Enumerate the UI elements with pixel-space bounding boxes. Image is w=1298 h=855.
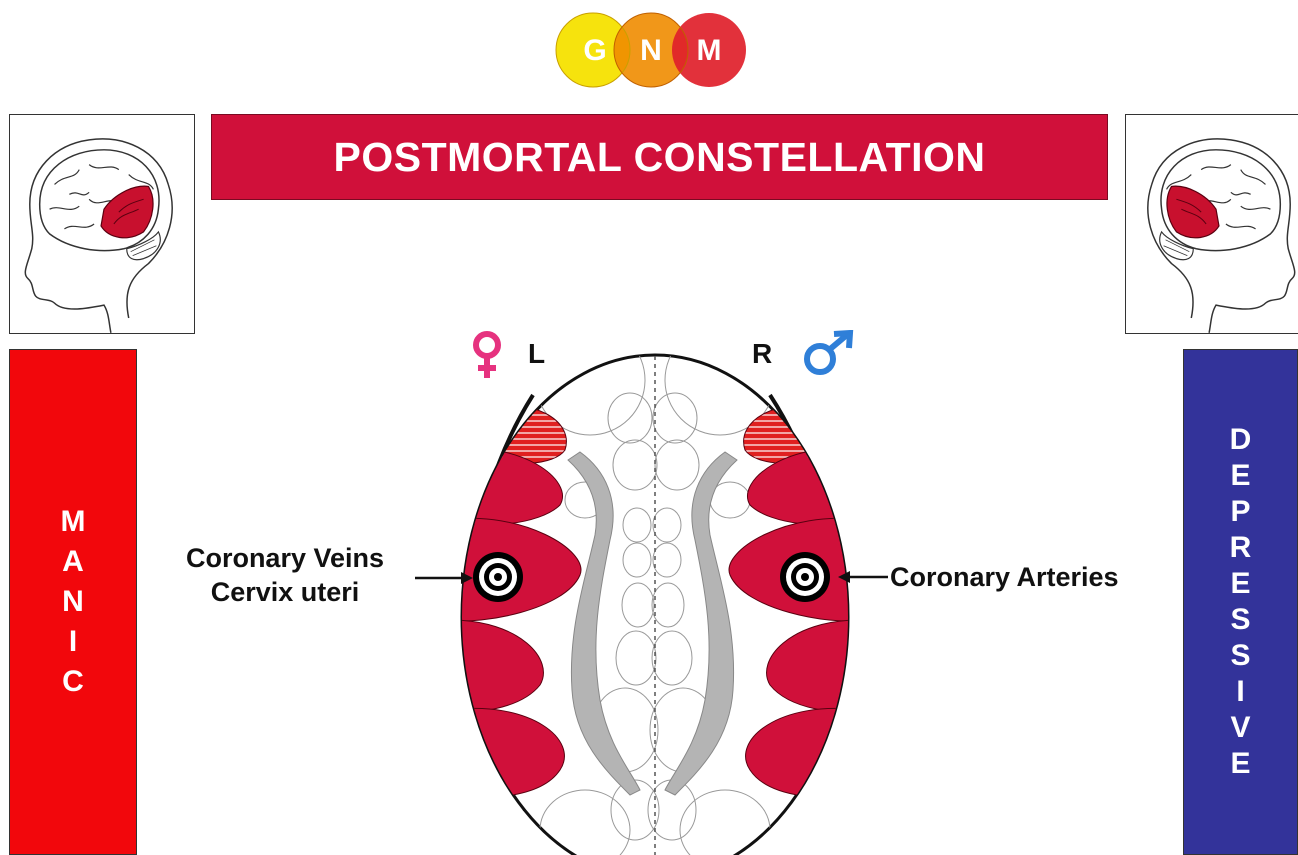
right-arrow <box>838 567 888 587</box>
manic-letter: M <box>61 507 86 537</box>
manic-bar: M A N I C <box>9 349 137 855</box>
depressive-letter: S <box>1230 605 1252 635</box>
manic-letter: I <box>61 627 86 657</box>
depressive-letter: E <box>1230 569 1252 599</box>
brain-relay-diagram <box>440 340 880 855</box>
depressive-label: D E P R E S S I V E <box>1230 419 1252 785</box>
brain-head-icon <box>10 115 194 333</box>
depressive-letter: R <box>1230 533 1252 563</box>
gnm-logo: G N M <box>555 10 747 90</box>
depressive-letter: V <box>1230 713 1252 743</box>
depressive-letter: E <box>1230 461 1252 491</box>
depressive-letter: P <box>1230 497 1252 527</box>
left-target-icon <box>473 552 523 602</box>
logo-letter-m: M <box>697 34 722 67</box>
left-arrow <box>415 568 475 588</box>
coronary-veins-label: Coronary Veins Cervix uteri <box>160 541 410 609</box>
logo-letter-n: N <box>640 34 662 67</box>
label-line: Coronary Veins <box>160 541 410 575</box>
brain-head-icon <box>1126 115 1298 333</box>
logo-letter-g: G <box>583 34 606 67</box>
head-illustration-right <box>1125 114 1298 334</box>
manic-letter: N <box>61 587 86 617</box>
title-bar: POSTMORTAL CONSTELLATION <box>211 114 1108 200</box>
page-title: POSTMORTAL CONSTELLATION <box>333 134 985 181</box>
depressive-letter: E <box>1230 749 1252 779</box>
coronary-arteries-label: Coronary Arteries <box>890 562 1119 593</box>
depressive-letter: S <box>1230 641 1252 671</box>
label-line: Cervix uteri <box>160 575 410 609</box>
manic-letter: A <box>61 547 86 577</box>
manic-label: M A N I C <box>61 497 86 707</box>
head-illustration-left <box>9 114 195 334</box>
depressive-letter: D <box>1230 425 1252 455</box>
manic-letter: C <box>61 667 86 697</box>
depressive-letter: I <box>1230 677 1252 707</box>
right-target-icon <box>780 552 830 602</box>
depressive-bar: D E P R E S S I V E <box>1183 349 1298 855</box>
